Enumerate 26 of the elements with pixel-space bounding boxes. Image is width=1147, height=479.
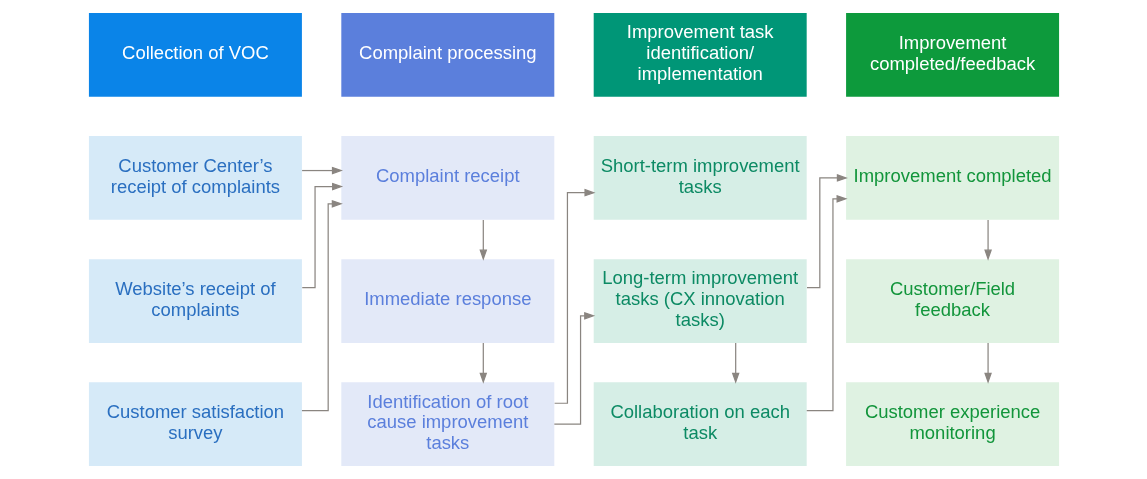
arrow bbox=[731, 342, 740, 384]
arrow bbox=[983, 219, 992, 261]
node-box: Customer satisfaction survey bbox=[88, 382, 302, 467]
arrow bbox=[478, 342, 487, 384]
node-box: Long-term improvement tasks (CX innovation tasks) bbox=[593, 259, 807, 343]
node-box: Customer Center’s receipt of complaints bbox=[88, 136, 302, 220]
node-box: Short-term improvement tasks bbox=[593, 136, 807, 220]
node-box: Collaboration on each task bbox=[593, 382, 807, 467]
node-box: Customer experience monitoring bbox=[845, 382, 1059, 467]
node-box: Improvement task identification/ implementation bbox=[593, 12, 807, 97]
node-box: Immediate response bbox=[340, 259, 554, 343]
node-box: Improvement completed bbox=[845, 136, 1059, 220]
node-box: Complaint processing bbox=[340, 12, 554, 97]
node-box: Complaint receipt bbox=[340, 136, 554, 220]
arrow bbox=[300, 166, 343, 175]
arrow bbox=[300, 199, 343, 412]
node-box: Improvement completed/feedback bbox=[845, 12, 1059, 97]
arrow bbox=[553, 188, 596, 404]
node-box: Identification of root cause improvement tasks bbox=[340, 382, 554, 467]
node-box: Website’s receipt of complaints bbox=[88, 259, 302, 343]
arrow bbox=[478, 219, 487, 261]
arrow bbox=[983, 342, 992, 384]
arrow bbox=[553, 311, 595, 425]
node-box: Collection of VOC bbox=[88, 12, 302, 97]
node-box: Customer/Field feedback bbox=[845, 259, 1059, 343]
arrow bbox=[805, 195, 848, 412]
